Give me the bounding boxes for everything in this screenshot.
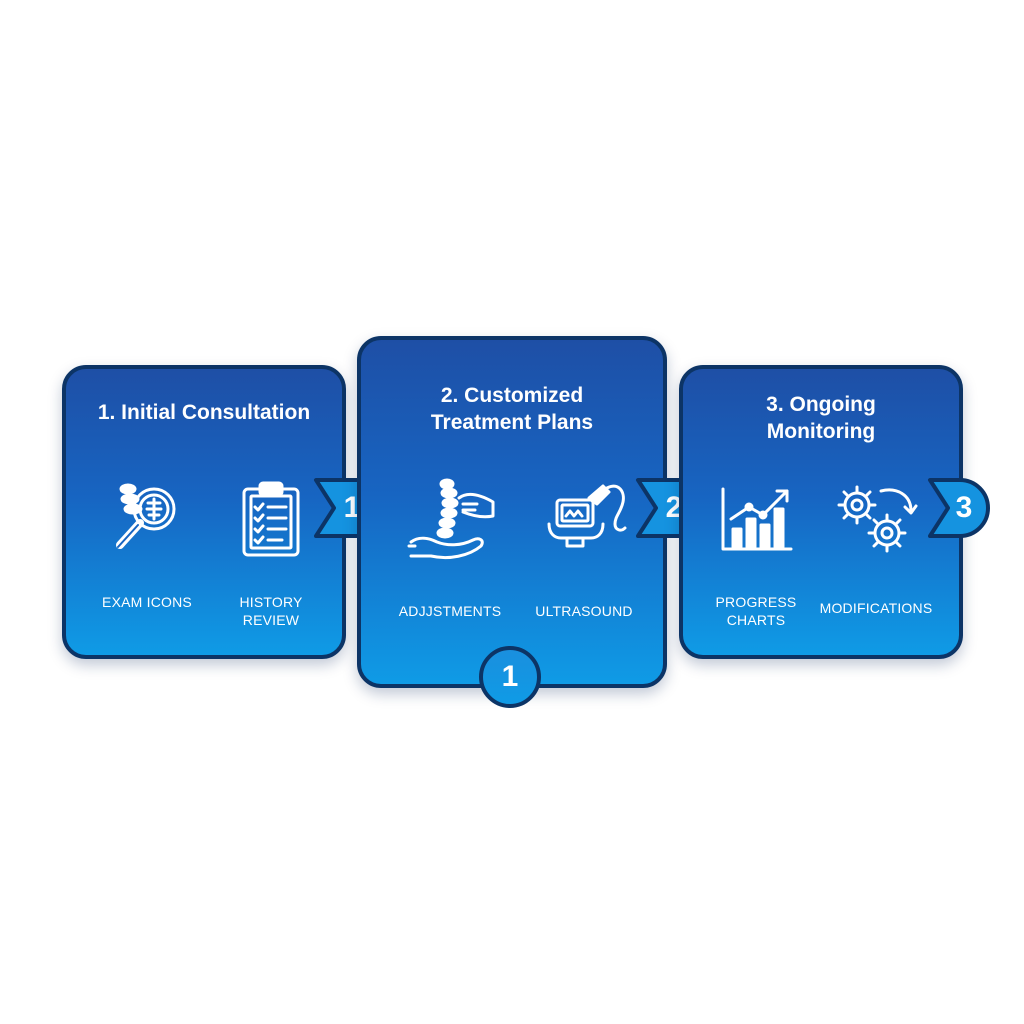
step-1-arrow-number: 1 [343, 491, 361, 524]
step-2-title: 2. Customized Treatment Plans [430, 384, 594, 434]
clipboard-checklist-icon [240, 479, 302, 559]
bar-chart-trend-icon [719, 485, 795, 555]
step-2-badge: 1 [479, 646, 541, 708]
step-1-card: 1. Initial Consultation EXAM ICONS HISTO… [62, 365, 346, 659]
ultrasound-device-icon [545, 480, 637, 556]
step-3-title: 3. Ongoing Monitoring [766, 393, 876, 443]
spine-magnifier-icon [106, 479, 186, 559]
step-2-arrow-number: 2 [665, 491, 683, 524]
step-3-arrow-number: 3 [955, 491, 973, 524]
spine-hands-icon [407, 476, 497, 562]
progress-charts-label: PROGRESS CHARTS [715, 594, 797, 628]
exam-icons-label: EXAM ICONS [102, 594, 192, 610]
gears-cycle-icon [835, 481, 919, 557]
adjustments-label: ADJJSTMENTS [398, 603, 502, 619]
modifications-label: MODIFICATIONS [819, 600, 933, 616]
step-3-card: 3. Ongoing Monitoring PROGRESS CHARTS MO… [679, 365, 963, 659]
step-2-card: 2. Customized Treatment Plans ADJJSTMENT… [357, 336, 667, 688]
step-3-arrow: 3 [926, 476, 994, 540]
history-review-label: HISTORY REVIEW [239, 594, 303, 628]
step-1-title: 1. Initial Consultation [97, 401, 311, 424]
ultrasound-label: ULTRASOUND [535, 603, 633, 619]
